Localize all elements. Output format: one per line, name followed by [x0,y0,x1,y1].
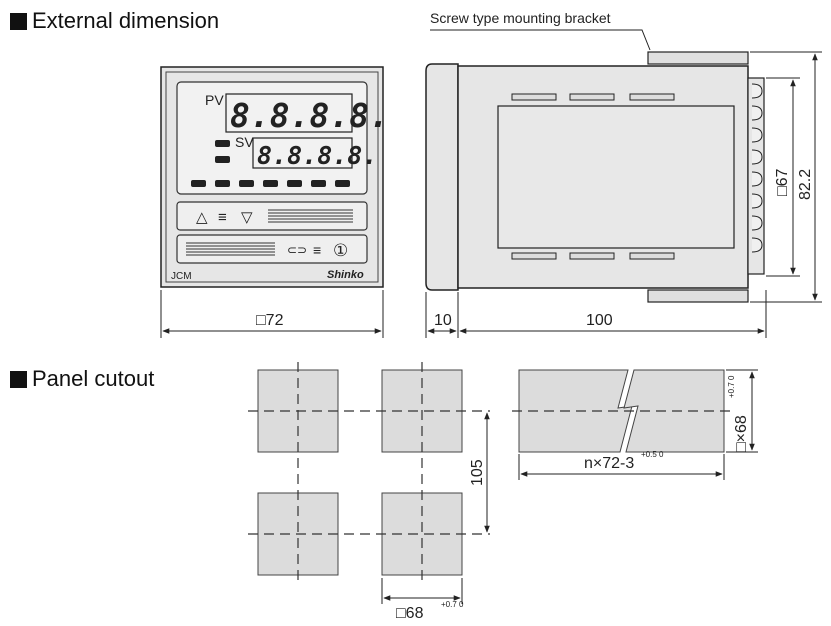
front-view: PV 8.8.8.8. SV 8.8.8.8. △ ≡ ▽ [160,66,389,338]
dim-100: 100 [586,312,613,329]
sv-label: SV [235,134,254,150]
gang-width-tol: +0.5 0 [641,450,664,459]
single-cutout-tol: +0.7 0 [441,600,464,609]
key-stripes [186,242,275,256]
dim-67: □67 [774,168,791,196]
indicator-led [311,180,326,187]
pv-digits: 8.8.8.8. [230,96,389,135]
side-bezel [425,63,459,291]
sv-display [252,137,353,169]
indicator-led [335,180,350,187]
up-key-icon: △ [196,209,208,226]
heading-external-dimension: External dimension [10,8,219,34]
status-indicator [215,140,230,147]
indicator-row [191,180,350,187]
pv-display [225,93,353,133]
indicator-led [287,180,302,187]
gang-height-tol: +0.7 0 [727,375,736,398]
indicator-led [191,180,206,187]
dim-822: 82.2 [797,169,814,200]
heading-square-icon [10,12,27,30]
model-label: JCM [171,271,192,282]
side-view: Screw type mounting bracket [425,10,822,338]
indicator-led [239,180,254,187]
status-indicator [215,156,230,163]
indicator-led [215,180,230,187]
dim-10: 10 [434,312,452,329]
indicator-led [263,180,278,187]
heading-square-icon [10,370,27,388]
vent-slots [511,93,675,260]
bracket-leader [430,29,651,51]
pv-label: PV [205,92,224,108]
front-width-dim: □72 [256,312,284,329]
mounting-bracket-top [647,51,749,65]
heading-cutout-label: Panel cutout [32,366,155,391]
key-stripes [268,209,353,223]
brand-logo: Shinko [327,269,364,281]
single-cutout-dim: □68 [396,605,424,622]
sv-digits: 8.8.8.8. [257,141,377,170]
panel-cutout: 105 □68 +0.7 0 n×72-3 +0.5 0 □×68 +0.7 0 [248,362,758,622]
pitch-dim: 105 [469,459,486,486]
front-inner-frame [165,71,379,283]
heading-external-label: External dimension [32,8,220,33]
gang-width-dim: n×72-3 [584,455,634,472]
terminal-screws [751,83,763,253]
gang-height-dim: □×68 [733,415,750,452]
heading-panel-cutout: Panel cutout [10,366,154,392]
menu-key-icon: ≡ [218,209,227,226]
down-key-icon: ▽ [241,209,253,226]
center-lines [248,362,490,586]
side-label-panel [497,105,735,249]
mode-key-icon: ≡ [313,242,321,258]
bracket-label: Screw type mounting bracket [430,10,611,26]
mounting-bracket-bottom [647,289,749,303]
power-key-icon: ① [333,241,348,260]
loop-key-icon: ⊂⊃ [287,243,307,257]
